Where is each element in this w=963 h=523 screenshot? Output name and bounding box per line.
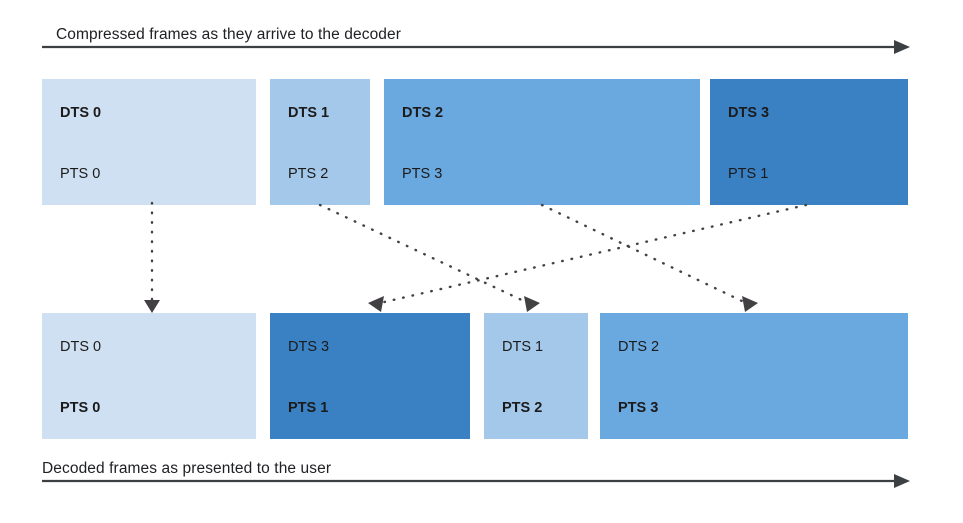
- top-caption: Compressed frames as they arrive to the …: [56, 26, 401, 43]
- frame-pts-label: PTS 0: [60, 400, 101, 416]
- frame-pts-label: PTS 1: [288, 400, 329, 416]
- compressed-frame-1[interactable]: DTS 1 PTS 2: [270, 79, 370, 205]
- frame-pts-label: PTS 0: [60, 166, 101, 182]
- frame-pts-label: PTS 3: [402, 166, 443, 182]
- compressed-frame-0[interactable]: DTS 0 PTS 0: [42, 79, 256, 205]
- frame-dts-label: DTS 0: [60, 105, 102, 121]
- frame-dts-label: DTS 0: [60, 339, 102, 355]
- decode-order-arrowhead-icon: [894, 40, 910, 54]
- connector-dts2-to-pts3: [540, 203, 748, 305]
- compressed-frame-3[interactable]: DTS 3 PTS 1: [710, 79, 908, 205]
- decoded-frame-1[interactable]: DTS 3 PTS 1: [270, 313, 470, 439]
- frame-pts-label: PTS 1: [728, 166, 769, 182]
- frame-dts-label: DTS 3: [288, 339, 330, 355]
- decoded-frame-3[interactable]: DTS 2 PTS 3: [600, 313, 908, 439]
- bottom-caption: Decoded frames as presented to the user: [42, 460, 332, 477]
- frame-dts-label: DTS 3: [728, 105, 770, 121]
- frame-dts-label: DTS 1: [288, 105, 330, 121]
- frame-dts-label: DTS 2: [618, 339, 660, 355]
- frame-dts-label: DTS 2: [402, 105, 444, 121]
- decoded-frame-0[interactable]: DTS 0 PTS 0: [42, 313, 256, 439]
- decoded-frame-2[interactable]: DTS 1 PTS 2: [484, 313, 588, 439]
- presentation-order-arrowhead-icon: [894, 474, 910, 488]
- connector-dts1-to-pts2: [318, 203, 530, 305]
- frame-pts-label: PTS 2: [502, 400, 543, 416]
- connector-arrowhead-icon: [368, 296, 384, 312]
- frame-dts-label: DTS 1: [502, 339, 544, 355]
- compressed-frame-2[interactable]: DTS 2 PTS 3: [384, 79, 700, 205]
- connector-arrowhead-icon: [524, 296, 540, 312]
- frame-pts-label: PTS 2: [288, 166, 329, 182]
- connector-arrowhead-icon: [742, 296, 758, 312]
- connector-arrowhead-icon: [144, 300, 160, 313]
- connector-dts3-to-pts1: [378, 203, 808, 305]
- frame-pts-label: PTS 3: [618, 400, 659, 416]
